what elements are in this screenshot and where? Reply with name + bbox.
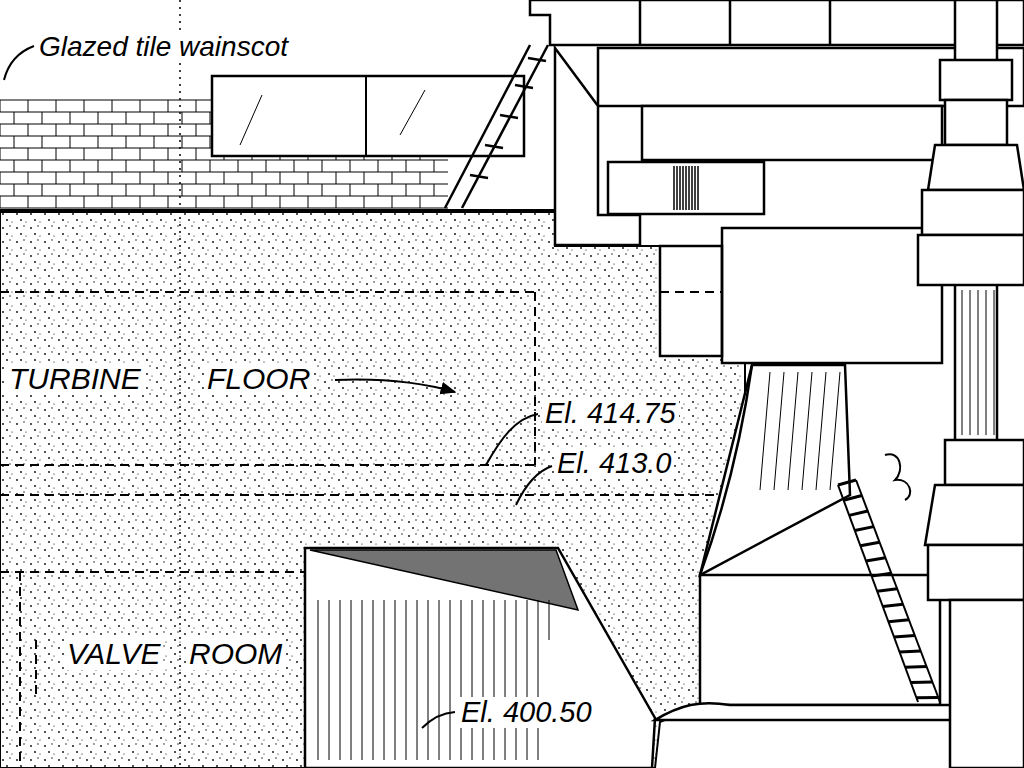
stair: [838, 480, 940, 702]
coil: [674, 166, 698, 210]
elevation-label: El. 400.50: [458, 697, 595, 728]
room-label: ROOM: [186, 638, 285, 670]
room-label: VALVE: [64, 638, 163, 670]
leader-lines: [4, 46, 552, 728]
elevation-label: El. 414.75: [542, 398, 679, 429]
elevation-label: El. 413.0: [554, 448, 674, 479]
floor-line: [0, 209, 556, 213]
shaft-hatch: [962, 290, 994, 435]
stair-steps: [838, 480, 938, 698]
grid-line: [179, 0, 181, 768]
shaft: [918, 0, 1024, 768]
valve-room-shading: [310, 550, 578, 610]
ladder: [445, 45, 548, 208]
valve-room-cavity: [305, 548, 655, 768]
room-label: TURBINE: [6, 363, 144, 395]
valve-room-hatch: [318, 600, 549, 760]
concrete-mass: [0, 212, 745, 768]
handrail: [885, 454, 910, 500]
room-label: FLOOR: [204, 363, 313, 395]
panel-divider: [365, 76, 367, 156]
panel-glint: [240, 90, 425, 145]
draft-tube-hatch: [760, 372, 840, 490]
note-label: Glazed tile wainscot: [36, 32, 291, 62]
